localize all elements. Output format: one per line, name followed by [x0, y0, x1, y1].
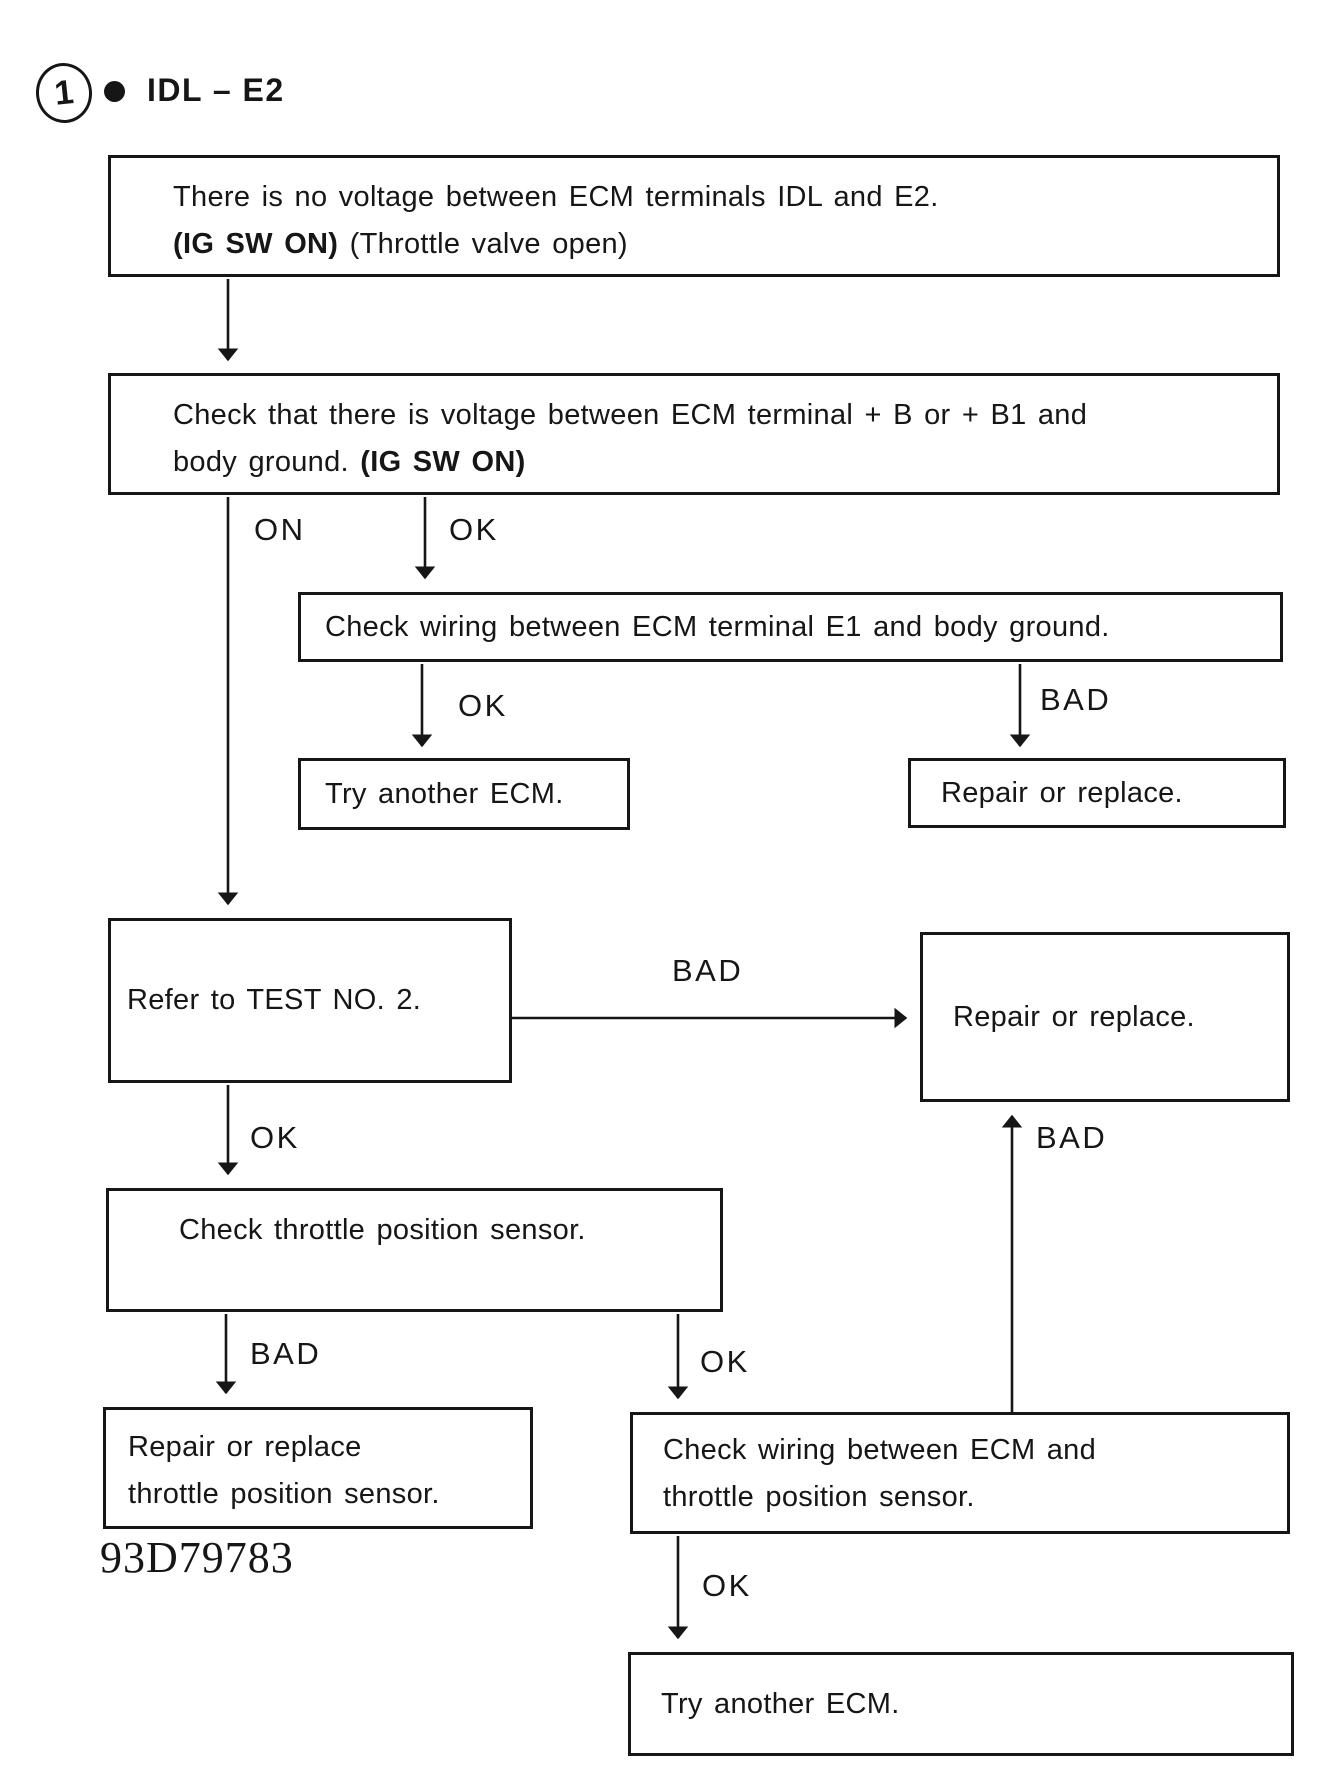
edge-label-bad: BAD: [672, 953, 744, 988]
bullet-icon: [104, 81, 125, 102]
node-check-e1-wiring: Check wiring between ECM terminal E1 and…: [298, 592, 1283, 662]
node-repair-or-replace-1: Repair or replace.: [908, 758, 1286, 828]
node-repair-tps: Repair or replace throttle position sens…: [103, 1407, 533, 1529]
edge-label-on: ON: [254, 512, 306, 547]
node-text-line: Check that there is voltage between ECM …: [173, 399, 1088, 431]
edge-label-ok: OK: [449, 512, 499, 547]
node-text-line: throttle position sensor.: [663, 1481, 975, 1513]
edge-label-ok: OK: [700, 1344, 750, 1379]
node-text-line: Check wiring between ECM terminal E1 and…: [325, 610, 1110, 643]
edge-label-bad: BAD: [250, 1336, 322, 1371]
node-try-another-ecm-2: Try another ECM.: [628, 1652, 1294, 1756]
node-text-line: (IG SW ON) (Throttle valve open): [173, 228, 628, 260]
document-code: 93D79783: [100, 1533, 294, 1582]
node-check-tps: Check throttle position sensor.: [106, 1188, 723, 1312]
node-text-line: throttle position sensor.: [128, 1478, 440, 1510]
edge-label-bad: BAD: [1036, 1120, 1108, 1155]
node-text-line: Repair or replace: [128, 1431, 362, 1463]
edge-label-bad: BAD: [1040, 682, 1112, 717]
node-check-b-voltage: Check that there is voltage between ECM …: [108, 373, 1280, 495]
node-text-line: Refer to TEST NO. 2.: [127, 984, 422, 1016]
edge-label-ok: OK: [458, 688, 508, 723]
edge-label-ok: OK: [702, 1568, 752, 1603]
node-text-line: Repair or replace.: [953, 1000, 1195, 1033]
node-text-line: Repair or replace.: [941, 776, 1183, 809]
node-text-line: Try another ECM.: [325, 777, 564, 810]
node-try-another-ecm-1: Try another ECM.: [298, 758, 630, 830]
node-text-line: Check throttle position sensor.: [179, 1214, 586, 1246]
node-text-line: Check wiring between ECM and: [663, 1434, 1097, 1466]
node-no-voltage: There is no voltage between ECM terminal…: [108, 155, 1280, 277]
page-title: IDL – E2: [147, 72, 285, 108]
node-text-line: body ground. (IG SW ON): [173, 446, 526, 478]
node-refer-test-2: Refer to TEST NO. 2.: [108, 918, 512, 1083]
node-check-tps-wiring: Check wiring between ECM and throttle po…: [630, 1412, 1290, 1534]
node-text-line: There is no voltage between ECM terminal…: [173, 181, 939, 213]
edge-label-ok: OK: [250, 1120, 300, 1155]
node-text-line: Try another ECM.: [661, 1687, 900, 1720]
node-repair-or-replace-2: Repair or replace.: [920, 932, 1290, 1102]
step-number: 1: [52, 72, 76, 113]
